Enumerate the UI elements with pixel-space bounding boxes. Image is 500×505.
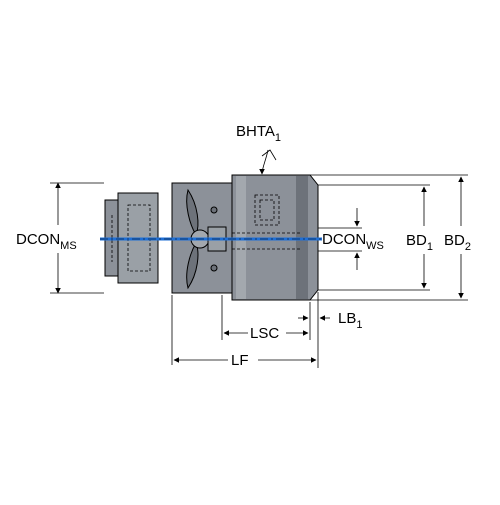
label-dcon-ms: DCONMS — [16, 231, 77, 252]
length-dimensions — [171, 292, 330, 368]
label-lsc: LSC — [250, 325, 279, 342]
bd-dimensions — [310, 174, 468, 301]
label-lb1: LB1 — [338, 310, 362, 331]
label-bd1: BD1 — [406, 232, 433, 253]
bhta-indicator — [259, 149, 277, 175]
label-dcon-ws: DCONWS — [322, 231, 384, 252]
label-lf: LF — [231, 352, 249, 369]
dcon-ws-dimension — [318, 208, 362, 270]
dcon-ms-dimension — [50, 182, 104, 294]
label-bd2: BD2 — [444, 232, 471, 253]
label-bhta: BHTA1 — [236, 123, 281, 144]
